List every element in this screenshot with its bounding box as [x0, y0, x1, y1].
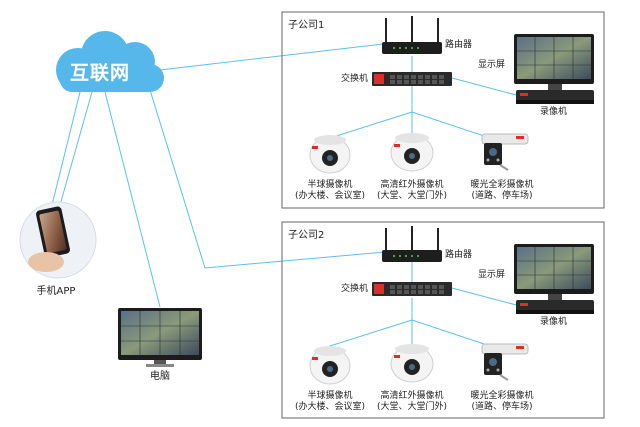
link-switch2-cam1: [329, 319, 413, 347]
link-switch2-nvr2: [451, 287, 521, 307]
camera2-bullet: [481, 343, 529, 381]
camera1-dome: [309, 135, 351, 174]
pc-monitor: [118, 308, 202, 367]
branch2-frame: [281, 221, 605, 419]
display2: [514, 244, 594, 300]
branch2-router-label: 路由器: [445, 250, 473, 260]
router2: [382, 226, 442, 262]
link-cloud-phone: [59, 91, 93, 206]
display1: [514, 34, 594, 90]
branch2-cam1-location: (办大楼、会议室): [294, 402, 366, 412]
branch1-switch-label: 交换机: [341, 74, 369, 84]
phone-app-label: 手机APP: [36, 286, 76, 297]
branch2-cam1-name: 半球摄像机: [307, 391, 353, 401]
link-switch1-nvr1: [451, 77, 521, 97]
branch1-cam2-name: 高清红外摄像机: [380, 180, 444, 190]
link-switch1-cam1: [329, 111, 413, 139]
branch1-display-label: 显示屏: [478, 60, 506, 70]
branch1-nvr-label: 录像机: [540, 107, 568, 117]
link-switch1-cam3: [411, 111, 491, 139]
branch1-cam1-name: 半球摄像机: [307, 180, 353, 190]
nvr1: [516, 90, 594, 104]
nvr2: [516, 300, 594, 314]
link-cloud-phone-b: [51, 91, 81, 206]
camera1-ir: [390, 133, 434, 172]
pc-label: 电脑: [150, 371, 170, 382]
link-cloud-router2: [149, 89, 386, 269]
branch1-title: 子公司1: [288, 20, 325, 31]
branch2-cam3-name: 暖光全彩摄像机: [470, 391, 534, 401]
branch2-cam3-location: (道路、停车场): [471, 402, 533, 412]
camera2-dome: [309, 346, 351, 385]
branch1-cam1-location: (办大楼、会议室): [294, 191, 366, 201]
branch1-router-label: 路由器: [445, 40, 473, 50]
phone-device: [19, 201, 97, 279]
branch2-cam2-location: (大堂、大堂门外): [376, 402, 448, 412]
link-cloud-router1: [159, 43, 384, 71]
internet-label: 互联网: [70, 62, 131, 84]
camera2-ir: [390, 344, 434, 383]
switch1: [372, 72, 452, 86]
branch1-cam2-location: (大堂、大堂门外): [376, 191, 448, 201]
branch2-display-label: 显示屏: [478, 270, 506, 280]
branch2-nvr-label: 录像机: [540, 317, 568, 327]
internet-cloud: [56, 31, 164, 92]
switch2: [372, 282, 452, 296]
branch2-switch-label: 交换机: [341, 284, 369, 294]
link-switch2-cam3: [411, 319, 491, 347]
branch1-frame: [281, 11, 605, 209]
camera1-bullet: [481, 133, 529, 171]
branch1-cam3-name: 暖光全彩摄像机: [470, 180, 534, 190]
branch1-cam3-location: (道路、停车场): [471, 191, 533, 201]
branch2-cam2-name: 高清红外摄像机: [380, 391, 444, 401]
router1: [382, 16, 442, 54]
link-cloud-pc: [104, 91, 161, 308]
branch2-title: 子公司2: [288, 230, 325, 241]
connection-lines: [51, 43, 521, 347]
